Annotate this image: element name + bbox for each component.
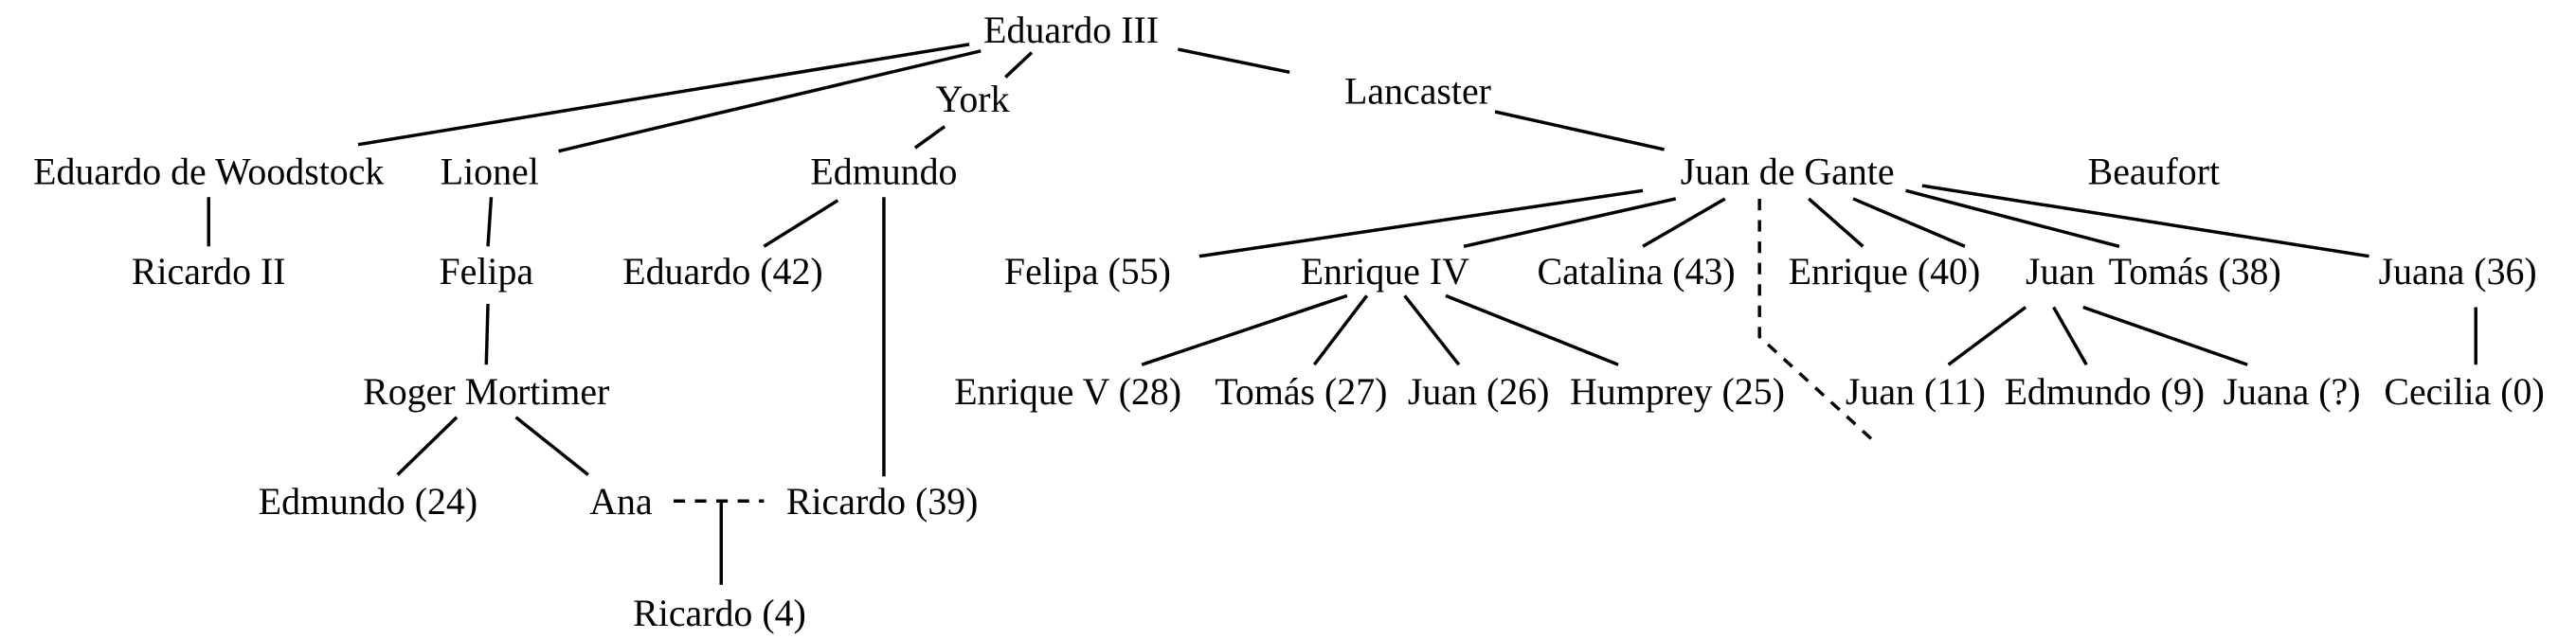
edge bbox=[763, 199, 839, 248]
edge bbox=[514, 416, 589, 476]
node-enrique-iv: Enrique IV bbox=[1301, 250, 1469, 293]
node-catalina-43: Catalina (43) bbox=[1538, 250, 1736, 293]
edge bbox=[1177, 47, 1290, 75]
node-ana: Ana bbox=[589, 480, 653, 523]
dashed-edge bbox=[1757, 198, 1874, 442]
node-enrique-40: Enrique (40) bbox=[1789, 250, 1981, 293]
node-eduardo-iii: Eduardo III bbox=[983, 9, 1159, 51]
node-lionel: Lionel bbox=[441, 150, 539, 192]
edge bbox=[396, 416, 459, 476]
node-juana-q: Juana (?) bbox=[2224, 370, 2361, 413]
node-juana-36: Juana (36) bbox=[2379, 250, 2537, 293]
node-juan-de-gante: Juan de Gante bbox=[1681, 150, 1895, 192]
node-edmundo: Edmundo bbox=[810, 150, 957, 192]
node-lancaster: Lancaster bbox=[1344, 69, 1491, 112]
edge bbox=[913, 125, 946, 150]
node-eduardo-42: Eduardo (42) bbox=[622, 250, 822, 293]
edge bbox=[1905, 188, 2120, 248]
node-juan: Juan bbox=[2026, 250, 2095, 293]
edge bbox=[486, 197, 494, 247]
node-ricardo-39: Ricardo (39) bbox=[786, 480, 979, 523]
edge bbox=[1312, 294, 1369, 366]
edge bbox=[1494, 110, 1665, 151]
node-tomas-38: Tomás (38) bbox=[2109, 250, 2281, 293]
node-juan-11: Juan (11) bbox=[1846, 370, 1986, 413]
edge bbox=[1921, 184, 2369, 258]
edge bbox=[2082, 305, 2248, 366]
node-humprey-25: Humprey (25) bbox=[1570, 370, 1785, 413]
edge bbox=[1808, 197, 1864, 248]
edge bbox=[558, 49, 982, 153]
edge bbox=[1642, 197, 1726, 248]
edge bbox=[1852, 197, 1966, 248]
edge bbox=[484, 303, 490, 365]
node-york: York bbox=[936, 78, 1010, 120]
node-eduardo-woodstock: Eduardo de Woodstock bbox=[33, 150, 384, 192]
node-edmundo-9: Edmundo (9) bbox=[2005, 370, 2205, 413]
edge bbox=[1947, 306, 2027, 366]
node-tomas-27: Tomás (27) bbox=[1215, 370, 1387, 413]
node-roger-mortimer: Roger Mortimer bbox=[363, 370, 609, 413]
node-cecilia-0: Cecilia (0) bbox=[2384, 370, 2544, 413]
node-felipa: Felipa bbox=[439, 250, 533, 293]
edge bbox=[2052, 306, 2088, 366]
edge bbox=[1141, 293, 1348, 366]
edge bbox=[1403, 294, 1461, 366]
edge bbox=[357, 43, 970, 147]
node-enrique-v-28: Enrique V (28) bbox=[954, 370, 1181, 413]
tree-nodes: Eduardo III York Lancaster Eduardo de Wo… bbox=[33, 9, 2545, 634]
node-felipa-55: Felipa (55) bbox=[1004, 250, 1171, 293]
edge bbox=[1198, 188, 1644, 258]
node-ricardo-4: Ricardo (4) bbox=[633, 592, 806, 634]
node-edmundo-24: Edmundo (24) bbox=[259, 480, 477, 523]
edge bbox=[1445, 293, 1619, 366]
node-juan-26: Juan (26) bbox=[1408, 370, 1549, 413]
node-ricardo-ii: Ricardo II bbox=[132, 250, 286, 293]
edge bbox=[1004, 51, 1034, 79]
tree-edges bbox=[207, 43, 2477, 585]
edge bbox=[1463, 197, 1677, 248]
node-beaufort: Beaufort bbox=[2088, 150, 2220, 192]
